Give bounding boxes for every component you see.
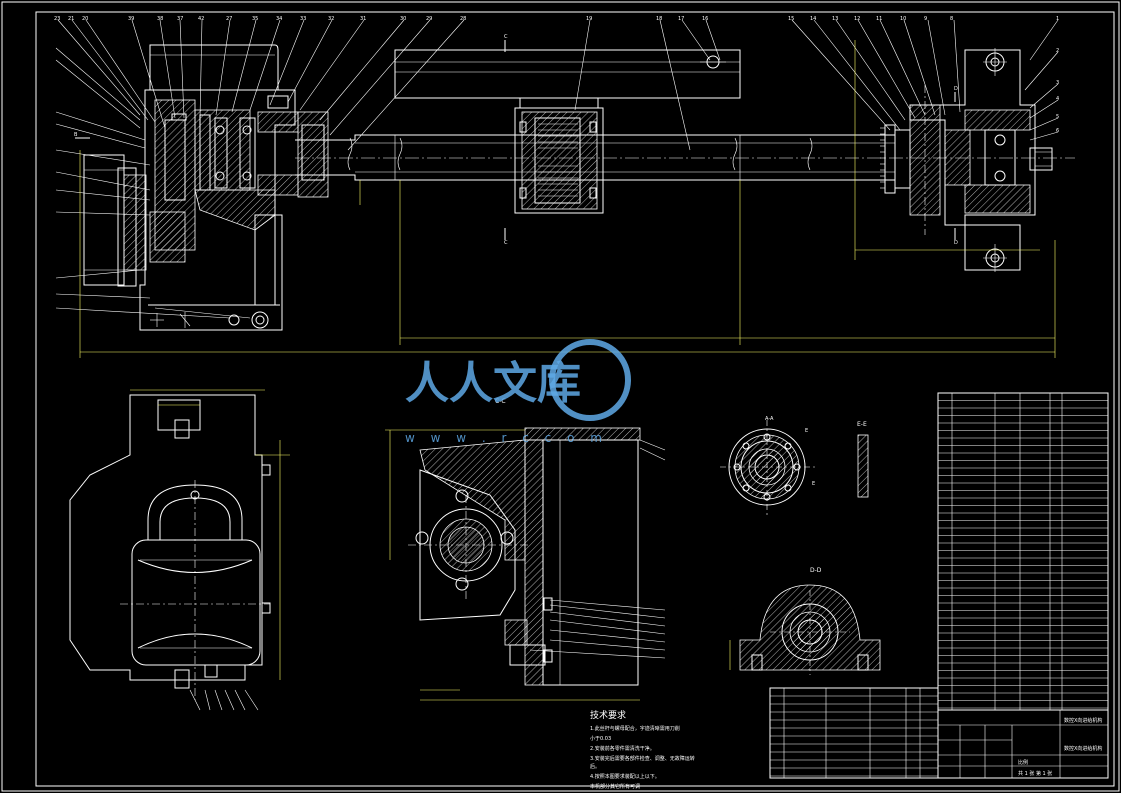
svg-text:33: 33 (300, 16, 306, 22)
watermark-brand: 人人文库 (405, 358, 581, 409)
title-block: 数控X向进给机构 数控X向进给机构 比例 共 1 张 第 1 张 (937, 709, 1109, 779)
section-title-ee: E-E (857, 421, 867, 428)
svg-text:1: 1 (1056, 16, 1059, 22)
svg-text:35: 35 (252, 16, 258, 22)
cut-label-c-top: C (504, 34, 508, 40)
svg-text:10: 10 (900, 16, 906, 22)
tech-req-line-5: 后。 (590, 763, 600, 770)
svg-text:37: 37 (177, 16, 183, 22)
scale-label: 比例 (1018, 759, 1028, 766)
svg-text:31: 31 (360, 16, 366, 22)
tech-req-line-1: 1.此丝杆与螺母配合，字迹清晰需用刀削 (590, 725, 680, 732)
tech-req-line-6: 4.按照本图要求装配以上以下。 (590, 773, 660, 780)
svg-text:E: E (812, 481, 815, 487)
svg-text:28: 28 (460, 16, 466, 22)
part-balloons-top (57, 19, 1059, 151)
svg-text:12: 12 (854, 16, 860, 22)
sheet-count: 共 1 张 第 1 张 (1018, 770, 1052, 777)
svg-text:16: 16 (702, 16, 708, 22)
svg-text:32: 32 (328, 16, 334, 22)
svg-text:E: E (805, 428, 808, 434)
tech-req-line-2: 小于0.03 (590, 735, 611, 742)
tech-req-line-4: 3.安装完后需要各部件检查、调整、无故障运转 (590, 755, 695, 762)
drawing-name-repeat: 数控X向进给机构 (1064, 745, 1102, 752)
svg-text:5: 5 (1056, 114, 1059, 120)
svg-text:13: 13 (832, 16, 838, 22)
section-title-dd: D-D (810, 567, 822, 574)
gearbox-end-view (69, 389, 290, 711)
svg-text:6: 6 (1056, 128, 1059, 134)
cut-label-d-bottom: D (954, 240, 958, 246)
parts-list-table-lower (769, 687, 939, 779)
svg-text:29: 29 (426, 16, 432, 22)
cut-label-c-bottom: C (504, 240, 508, 246)
main-assembly-view: C C D D B (74, 34, 1075, 358)
svg-text:42: 42 (198, 16, 204, 22)
tech-req-title: 技术要求 (590, 709, 626, 721)
cut-label-b: B (74, 132, 78, 138)
svg-text:15: 15 (788, 16, 794, 22)
watermark-url: w w w . r c c o m (405, 431, 608, 445)
watermark: 人人文库 w w w . r c c o m (405, 339, 631, 445)
svg-text:11: 11 (876, 16, 882, 22)
svg-text:30: 30 (400, 16, 406, 22)
parts-list-table (937, 392, 1109, 711)
svg-text:18: 18 (656, 16, 662, 22)
svg-text:20: 20 (82, 16, 88, 22)
svg-text:23: 23 (54, 16, 60, 22)
svg-text:4: 4 (1056, 96, 1059, 102)
svg-text:17: 17 (678, 16, 684, 22)
svg-text:27: 27 (226, 16, 232, 22)
svg-text:2: 2 (1056, 48, 1059, 54)
section-e-e-view: E-E (857, 421, 869, 498)
svg-text:9: 9 (924, 16, 927, 22)
svg-text:8: 8 (950, 16, 953, 22)
section-title-cc: C-C (495, 398, 506, 405)
svg-text:39: 39 (128, 16, 134, 22)
bearing-ring-detail: A-A E E (720, 416, 815, 515)
cut-label-d-top: D (954, 86, 958, 92)
svg-text:19: 19 (586, 16, 592, 22)
technical-requirements: 技术要求 1.此丝杆与螺母配合，字迹清晰需用刀削 小于0.03 2.安装前各零件… (590, 709, 695, 790)
svg-text:34: 34 (276, 16, 282, 22)
svg-text:A-A: A-A (765, 416, 774, 422)
svg-text:3: 3 (1056, 80, 1059, 86)
drawing-name: 数控X向进给机构 (1064, 717, 1102, 724)
tech-req-line-7: 本机部分其它所有可调 (590, 783, 640, 790)
section-d-d-view: D-D (729, 567, 881, 675)
svg-text:14: 14 (810, 16, 816, 22)
svg-text:38: 38 (157, 16, 163, 22)
svg-text:21: 21 (68, 16, 74, 22)
section-c-c-view: C-C (385, 398, 666, 701)
tech-req-line-3: 2.安装前各零件需清洗干净。 (590, 745, 655, 752)
